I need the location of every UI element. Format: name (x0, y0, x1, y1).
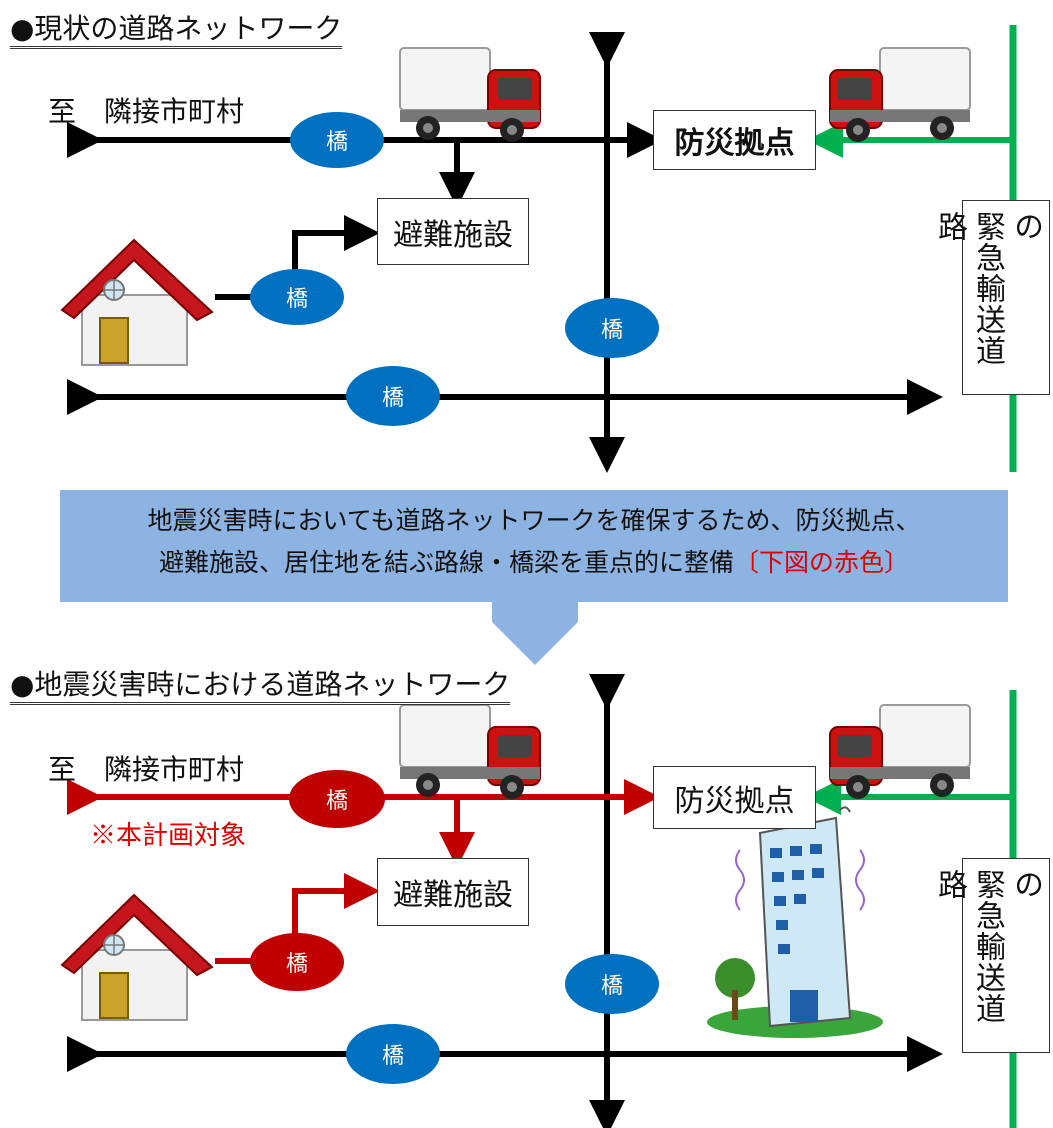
down-arrow (492, 602, 578, 665)
bottom-bridge-lower: 橋 (346, 1024, 440, 1084)
bottom-section-title: ●地震災害時における道路ネットワーク (10, 668, 511, 705)
bottom-emergency-route-label: 国道・県道の 緊急輸送道路 (932, 858, 1053, 1053)
top-neighbor-label: 至 隣接市町村 (48, 95, 245, 128)
top-bridge-home: 橋 (250, 269, 344, 325)
house-icon (61, 894, 213, 1021)
top-bridge-vertical: 橋 (565, 298, 659, 358)
bottom-route-col-1: 国道・県道の (1008, 869, 1053, 1024)
top-shelter-box: 避難施設 (377, 198, 529, 265)
top-bridge-neighbor: 橋 (290, 112, 384, 168)
truck-icon (829, 704, 971, 800)
top-bridge-lower: 橋 (346, 366, 440, 426)
top-disaster-base-box: 防災拠点 (653, 110, 816, 170)
top-route-col-1: 国道・県道の (1008, 211, 1053, 366)
truck-icon (399, 47, 541, 143)
banner-text: 地震災害時においても道路ネットワークを確保するため、防災拠点、 避難施設、居住地… (60, 500, 1008, 584)
truck-icon (399, 704, 541, 800)
banner-line-2-main: 避難施設、居住地を結ぶ路線・橋梁を重点的に整備 (158, 548, 734, 577)
shaking-building-icon (707, 806, 883, 1038)
truck-icon (829, 47, 971, 143)
banner-background (60, 490, 1008, 602)
bottom-bridge-vertical: 橋 (565, 954, 659, 1014)
banner-red-note: 〔下図の赤色〕 (734, 548, 910, 577)
bottom-route-col-2: 緊急輸送道路 (932, 869, 1005, 1024)
bottom-neighbor-label: 至 隣接市町村 (48, 753, 245, 786)
bottom-shelter-box: 避難施設 (377, 858, 529, 926)
bottom-bridge-neighbor-red: 橋 (289, 770, 385, 828)
banner-line-2: 避難施設、居住地を結ぶ路線・橋梁を重点的に整備〔下図の赤色〕 (60, 542, 1008, 584)
banner-line-1: 地震災害時においても道路ネットワークを確保するため、防災拠点、 (147, 506, 921, 535)
top-route-col-2: 緊急輸送道路 (932, 211, 1005, 366)
bottom-bridge-home-red: 橋 (250, 933, 344, 991)
top-section-title: ●現状の道路ネットワーク (10, 12, 343, 49)
bottom-disaster-base-box: 防災拠点 (653, 766, 816, 829)
house-icon (61, 239, 213, 366)
plan-target-note: ※本計画対象 (90, 821, 247, 851)
top-emergency-route-label: 国道・県道の 緊急輸送道路 (932, 200, 1053, 395)
